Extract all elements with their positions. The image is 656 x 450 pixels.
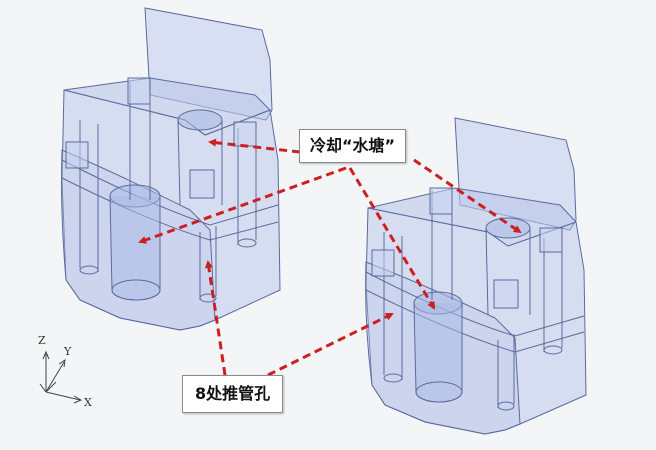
axis-x-label: X: [84, 396, 92, 409]
ejector-hole-callout: 8处推管孔: [182, 375, 284, 413]
mold-insert-left[interactable]: [61, 7, 281, 331]
annotation-arrows: [138, 138, 522, 377]
axis-z-label: Z: [38, 334, 46, 347]
axis-y-label: Y: [64, 345, 72, 358]
cooling-pond-callout: 冷却“水塘”: [299, 129, 407, 163]
mold-insert-right[interactable]: [365, 117, 587, 435]
coordinate-triad-icon: [39, 350, 83, 404]
